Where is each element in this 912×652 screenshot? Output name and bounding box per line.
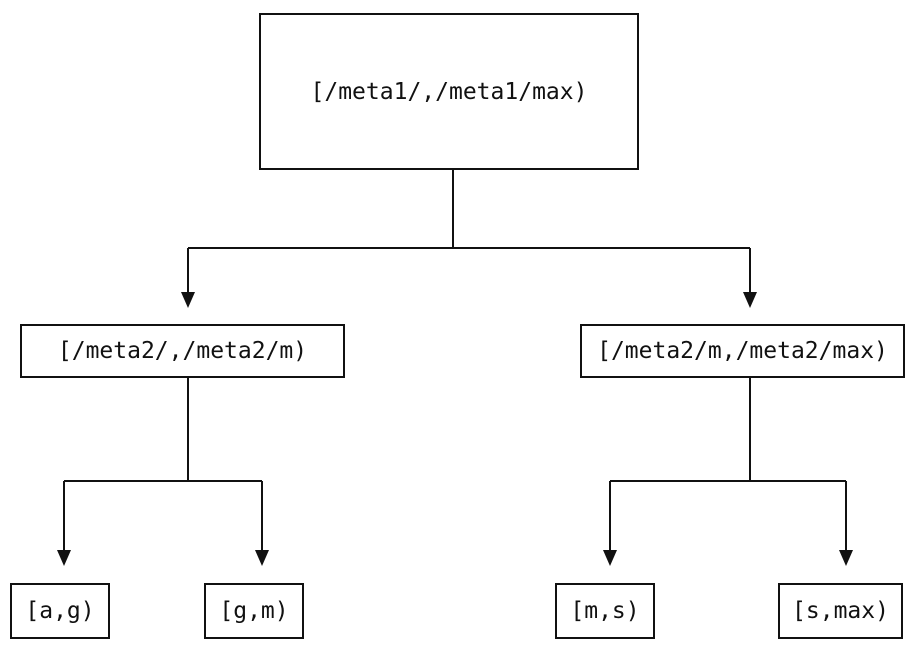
arrowhead-gm-icon bbox=[255, 550, 269, 566]
arrowhead-ms-icon bbox=[603, 550, 617, 566]
arrowhead-ag-icon bbox=[57, 550, 71, 566]
node-meta2-left-range: [/meta2/,/meta2/m) bbox=[20, 324, 345, 378]
node-leaf-ms: [m,s) bbox=[555, 583, 655, 639]
node-root-range: [/meta1/,/meta1/max) bbox=[259, 13, 639, 170]
node-leaf-gm: [g,m) bbox=[204, 583, 304, 639]
node-leaf-ag: [a,g) bbox=[10, 583, 110, 639]
arrowhead-smax-icon bbox=[839, 550, 853, 566]
arrowhead-right-icon bbox=[743, 292, 757, 308]
node-meta2-right-range: [/meta2/m,/meta2/max) bbox=[580, 324, 905, 378]
node-leaf-smax: [s,max) bbox=[778, 583, 903, 639]
arrowhead-left-icon bbox=[181, 292, 195, 308]
